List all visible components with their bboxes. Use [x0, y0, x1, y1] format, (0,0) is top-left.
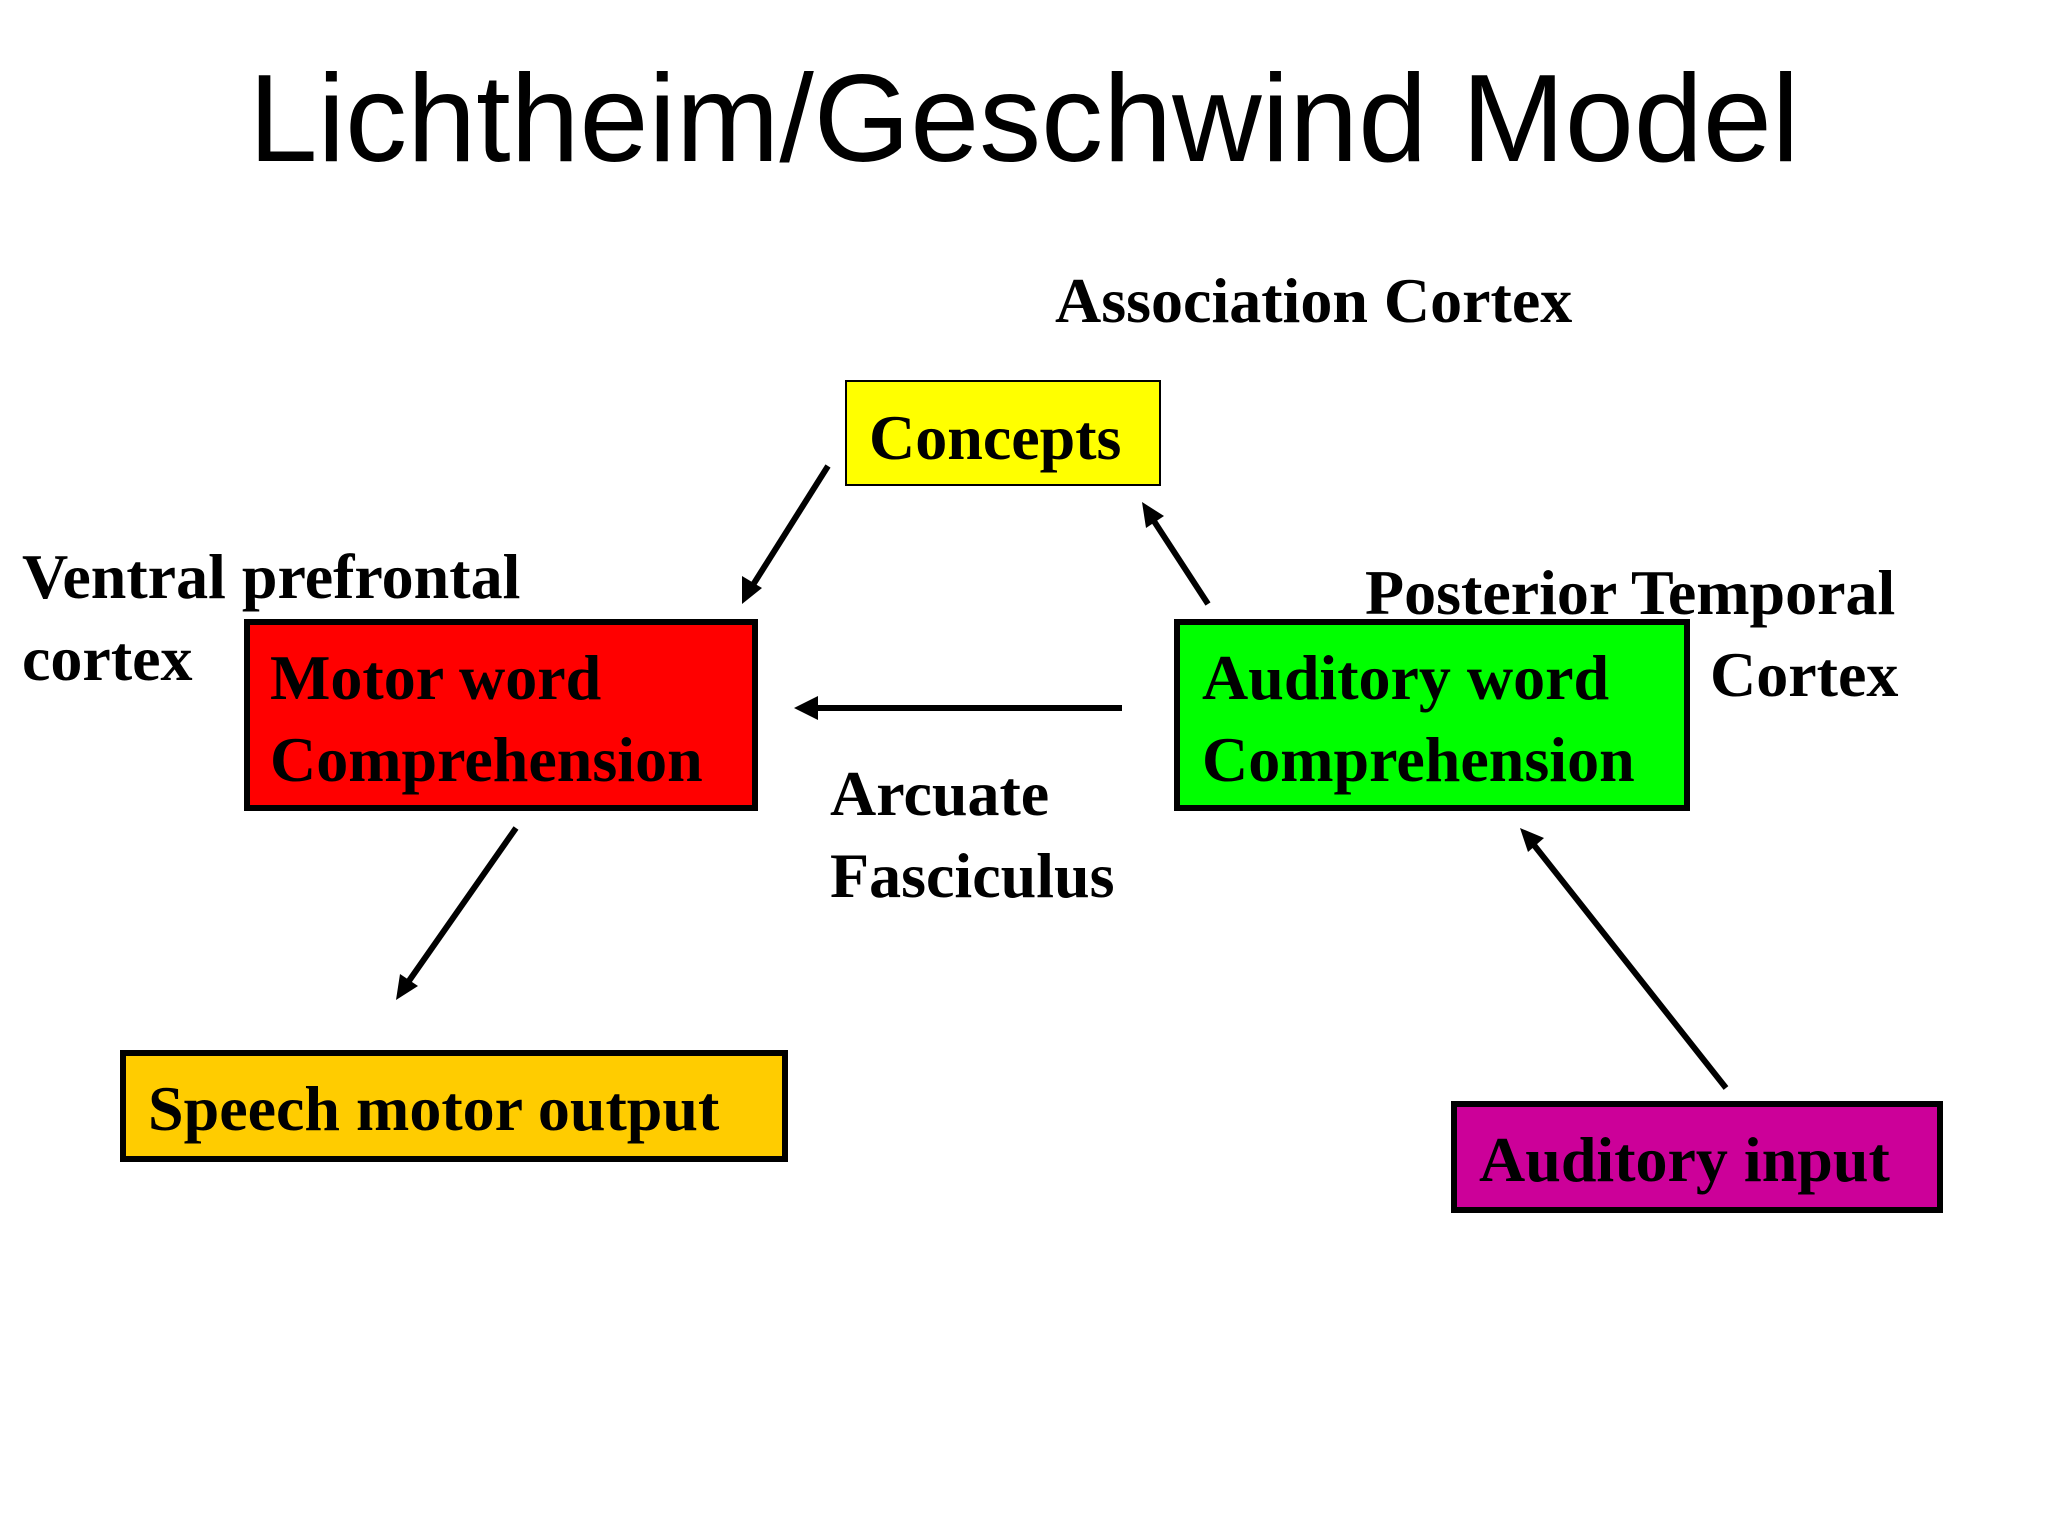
ventral-prefrontal-line2: cortex	[22, 623, 193, 694]
auditory-input-box: Auditory input	[1451, 1101, 1943, 1213]
motor-word-comprehension-box: Motor word Comprehension	[244, 619, 758, 811]
concepts-box: Concepts	[845, 380, 1161, 486]
auditory-input-text: Auditory input	[1479, 1124, 1890, 1195]
posterior-temporal-label: Posterior Temporal Cortex	[1365, 552, 1898, 716]
ventral-prefrontal-label: Ventral prefrontal cortex	[22, 536, 520, 700]
ventral-prefrontal-line1: Ventral prefrontal	[22, 541, 521, 612]
motor-word-line1: Motor word	[270, 642, 602, 713]
concepts-text: Concepts	[869, 402, 1122, 473]
arrow-auditory-to-concepts	[1142, 502, 1211, 606]
auditory-word-comprehension-box: Auditory word Comprehension	[1174, 619, 1690, 811]
arrow-input-to-auditory	[1520, 828, 1729, 1090]
speech-motor-output-box: Speech motor output	[120, 1050, 788, 1162]
auditory-word-line2: Comprehension	[1202, 724, 1635, 795]
motor-word-line2: Comprehension	[270, 724, 703, 795]
arrow-motor-to-speech-output	[396, 826, 519, 1000]
posterior-temporal-line2: Cortex	[1710, 639, 1899, 710]
arrow-arcuate-fasciculus	[794, 696, 1122, 720]
posterior-temporal-line1: Posterior Temporal	[1365, 557, 1896, 628]
arcuate-line2: Fasciculus	[830, 840, 1115, 911]
arcuate-line1: Arcuate	[830, 758, 1050, 829]
arcuate-fasciculus-label: Arcuate Fasciculus	[830, 753, 1114, 917]
auditory-word-line1: Auditory word	[1202, 642, 1610, 713]
association-cortex-label: Association Cortex	[1055, 265, 1573, 336]
speech-output-text: Speech motor output	[148, 1073, 720, 1144]
slide-title: Lichtheim/Geschwind Model	[248, 50, 1800, 188]
arrow-concepts-to-motor	[742, 464, 831, 604]
